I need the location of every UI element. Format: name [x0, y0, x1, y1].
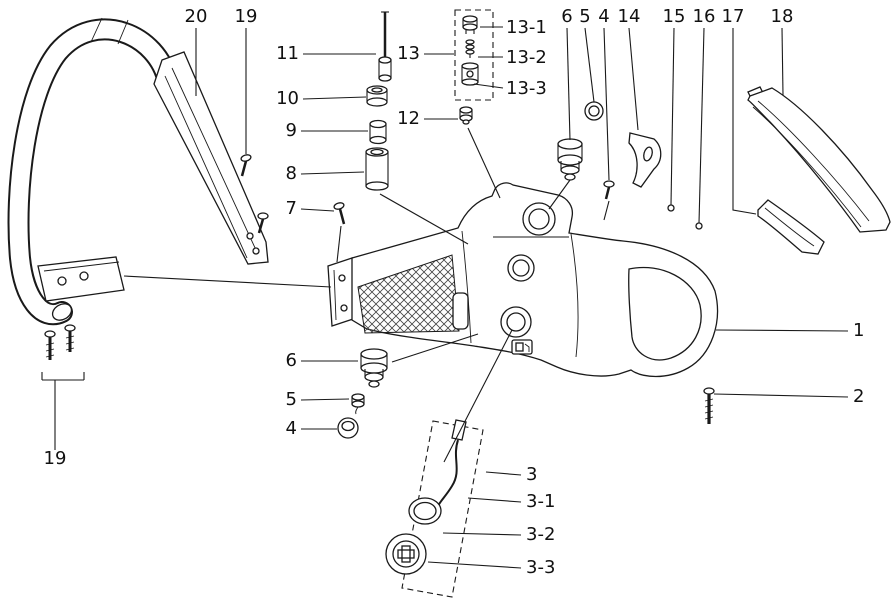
label-7: 7: [286, 198, 297, 219]
part-3-group: [385, 419, 484, 598]
label-6-top: 6: [561, 6, 572, 27]
oil-cap-boss: [507, 254, 535, 282]
part-3-1-wire: [433, 419, 467, 512]
label-13-3: 13-3: [506, 78, 547, 99]
label-9: 9: [286, 120, 297, 141]
label-5-top: 5: [579, 6, 590, 27]
part-13-1-cap: [462, 15, 478, 34]
part-15-point: [667, 204, 675, 212]
label-18: 18: [771, 6, 794, 27]
label-20: 20: [185, 6, 208, 27]
label-13-1: 13-1: [506, 17, 547, 38]
part-3-3-cap: [385, 533, 427, 575]
main-body: [351, 182, 719, 378]
hand-guard: [153, 51, 269, 265]
label-4-left: 4: [286, 418, 297, 439]
rear-handle-opening: [628, 266, 702, 361]
part-9-bushing: [369, 119, 387, 145]
label-3-3: 3-3: [526, 557, 555, 578]
label-17: 17: [722, 6, 745, 27]
part-4-top-screw: [603, 180, 615, 200]
guard-screw-lower: [257, 212, 269, 234]
part-6-left-cap-stack: [360, 348, 388, 388]
part-3-2-ring: [408, 497, 442, 525]
part-14-lever: [628, 132, 662, 188]
part-11-rod: [378, 11, 392, 82]
guard-screw-upper: [240, 154, 252, 177]
label-19-bottom: 19: [44, 448, 67, 469]
part-13-3-body: [461, 62, 479, 86]
label-14: 14: [618, 6, 641, 27]
label-13-2: 13-2: [506, 47, 547, 68]
part-18-cover: [747, 86, 891, 233]
label-10: 10: [276, 88, 299, 109]
mount-screw-right: [64, 324, 76, 352]
part-13-group: [454, 9, 494, 101]
label-3-1: 3-1: [526, 491, 555, 512]
label-8: 8: [286, 163, 297, 184]
assembly-connector-lines: [123, 127, 610, 463]
fuel-cap-boss: [500, 306, 532, 338]
label-5-left: 5: [286, 389, 297, 410]
label-3: 3: [526, 464, 537, 485]
leader-lines: [41, 26, 849, 569]
part-16-point: [695, 222, 703, 230]
mount-screw-left: [44, 330, 56, 360]
label-16: 16: [693, 6, 716, 27]
part-7-screw: [333, 202, 346, 225]
label-12: 12: [397, 108, 420, 129]
label-1: 1: [853, 320, 864, 341]
part-12-grommet: [459, 106, 473, 125]
grip-texture: [357, 254, 460, 334]
part-4-left-cap: [337, 417, 359, 439]
label-4-top: 4: [598, 6, 609, 27]
label-13: 13: [397, 43, 420, 64]
carb-opening: [522, 202, 556, 236]
label-6-left: 6: [286, 350, 297, 371]
label-15: 15: [663, 6, 686, 27]
label-19-top: 19: [235, 6, 258, 27]
part-8-filter: [365, 147, 389, 191]
part-17-bracket: [757, 199, 825, 255]
part-2-screw: [703, 387, 715, 424]
front-handle-tube: [7, 17, 179, 326]
part-5-left-retainer: [351, 393, 365, 415]
label-11: 11: [276, 43, 299, 64]
front-mount-block: [327, 257, 357, 327]
part-13-2-valve: [465, 39, 475, 58]
part-5-top-ring: [584, 101, 604, 121]
part-6-top-cap-stack: [557, 138, 583, 181]
label-3-2: 3-2: [526, 524, 555, 545]
part-labels: 20 19 11 13 13-1 13-2 13-3 6 5 4 14 15 1…: [44, 6, 865, 578]
part-10-cap: [366, 85, 388, 107]
label-2: 2: [853, 386, 864, 407]
handle-mount-plate: [37, 256, 125, 302]
